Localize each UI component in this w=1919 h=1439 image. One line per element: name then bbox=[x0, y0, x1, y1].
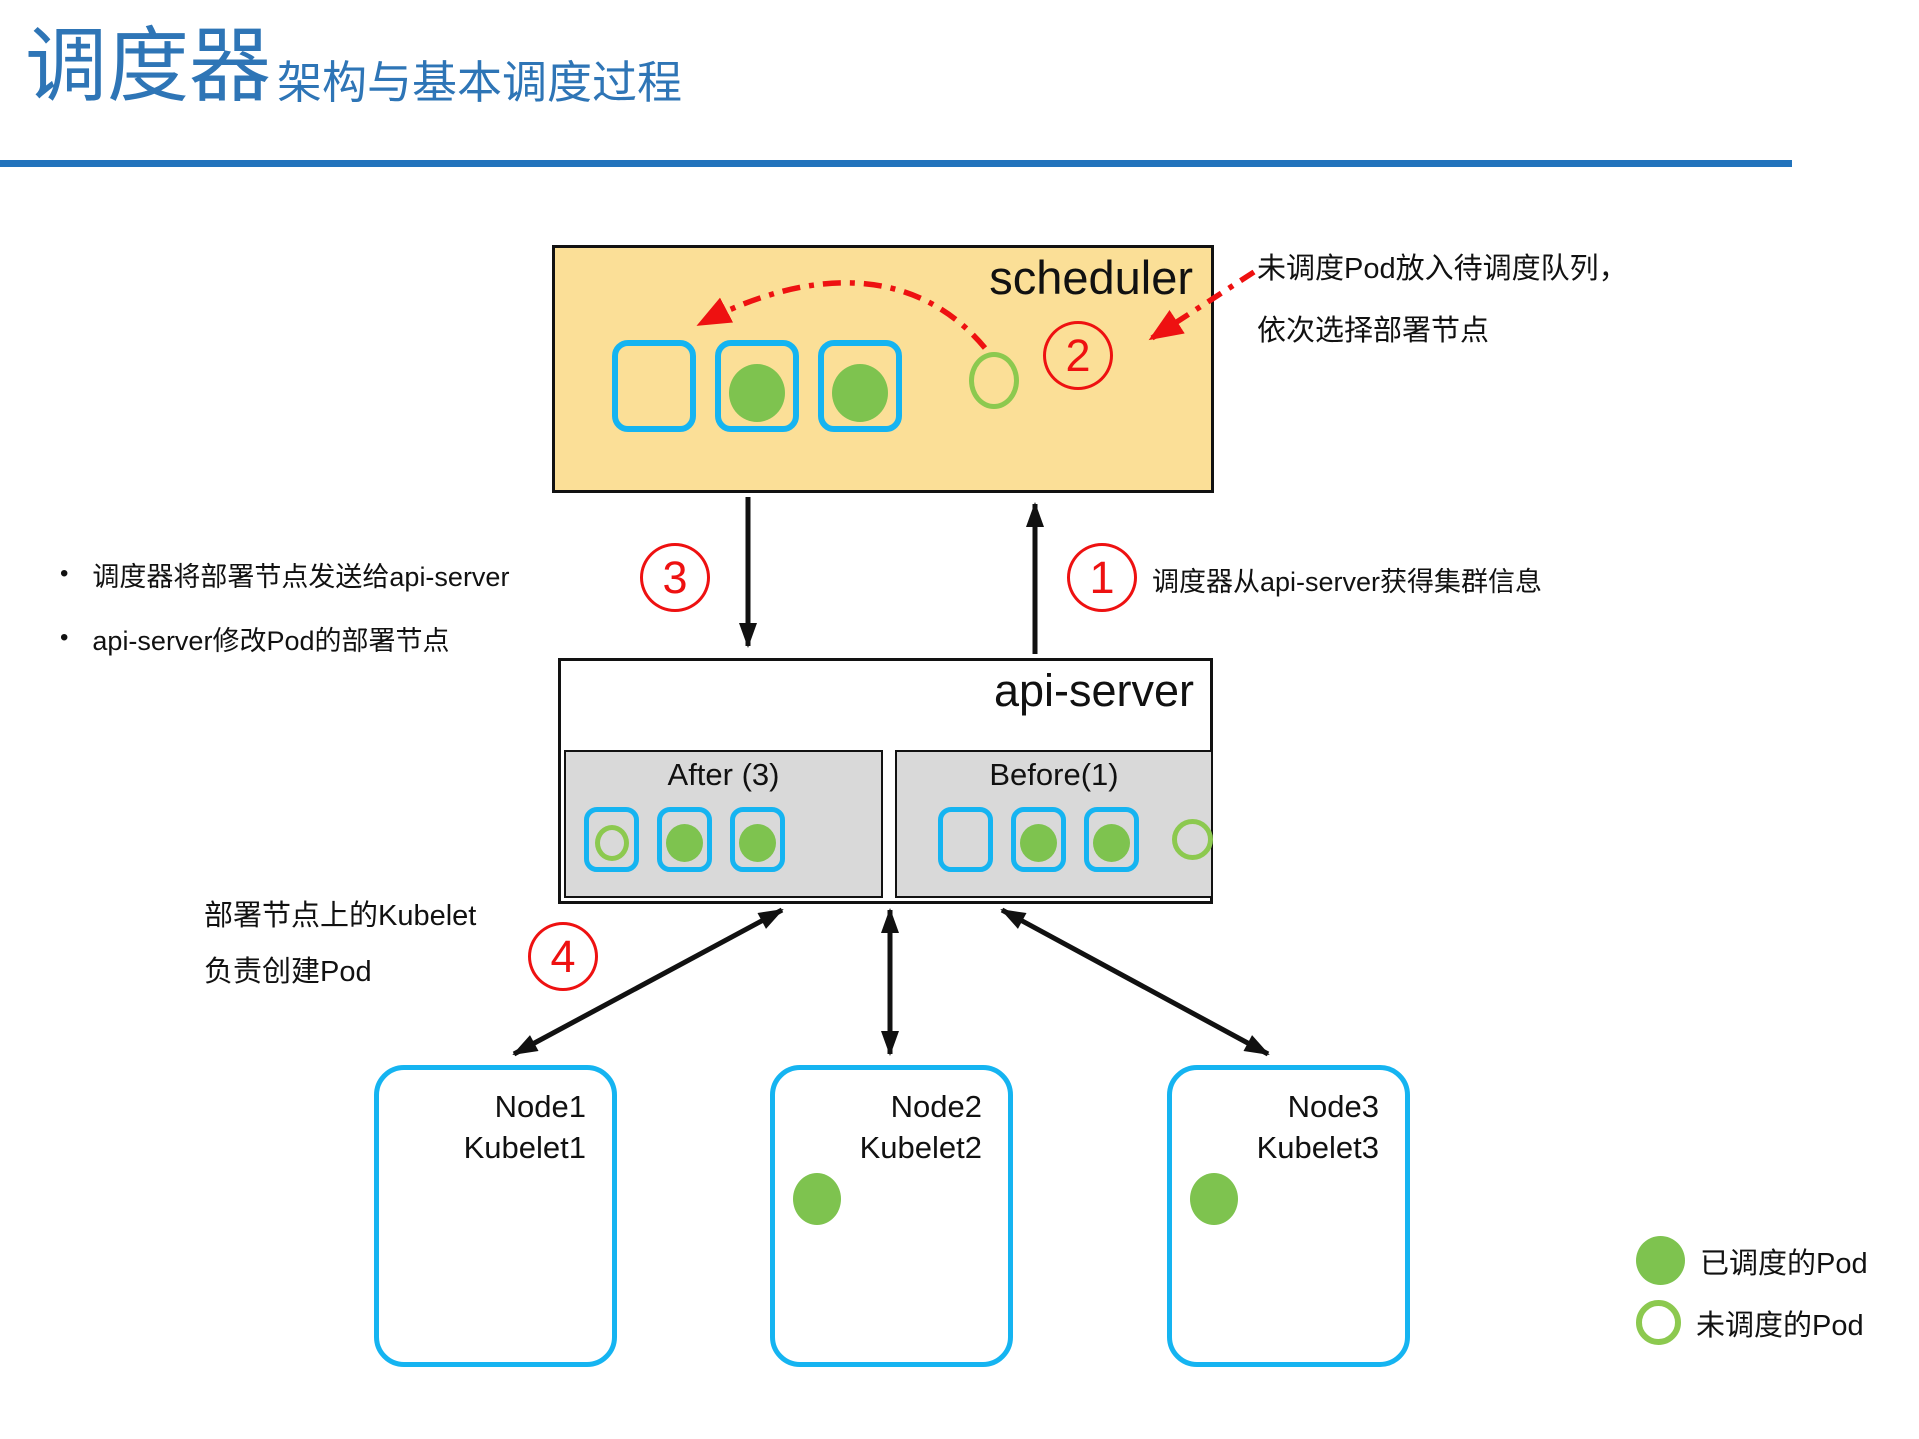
step1-note: 调度器从api-server获得集群信息 bbox=[1152, 567, 1543, 597]
node2-box: Node2 Kubelet2 bbox=[770, 1065, 1013, 1367]
step-3-number: 3 bbox=[662, 551, 688, 603]
unscheduled-pod-icon bbox=[969, 352, 1019, 409]
before-panel-title: Before(1) bbox=[989, 757, 1119, 792]
header: 调度器 架构与基本调度过程 bbox=[25, 21, 683, 112]
step-3-badge: 3 bbox=[640, 543, 710, 612]
pod-slot bbox=[584, 807, 639, 872]
legend-row-unscheduled: 未调度的Pod bbox=[1636, 1300, 1868, 1345]
scheduler-box: scheduler bbox=[552, 245, 1214, 493]
scheduled-pod-icon bbox=[1636, 1236, 1685, 1285]
bullet-list: • 调度器将部署节点发送给api-server • api-server修改Po… bbox=[60, 542, 509, 670]
bullet1-text: 调度器将部署节点发送给api-server bbox=[92, 561, 510, 592]
scheduler-pod-queue bbox=[612, 340, 902, 432]
legend-unscheduled-label: 未调度的Pod bbox=[1696, 1309, 1864, 1342]
pod-slot bbox=[657, 807, 712, 872]
scheduled-pod-icon bbox=[1093, 823, 1130, 862]
after-panel-title: After (3) bbox=[667, 757, 780, 792]
after-panel: After (3) bbox=[564, 750, 883, 898]
legend: 已调度的Pod 未调度的Pod bbox=[1636, 1236, 1868, 1360]
legend-scheduled-label: 已调度的Pod bbox=[1700, 1247, 1868, 1280]
scheduled-pod-icon bbox=[832, 364, 888, 422]
scheduled-pod-icon bbox=[739, 823, 776, 862]
node3-box: Node3 Kubelet3 bbox=[1167, 1065, 1410, 1367]
arrow-api-node3 bbox=[1000, 907, 1270, 1057]
node3-name: Node3 bbox=[1287, 1089, 1379, 1124]
node3-label: Node3 Kubelet3 bbox=[1172, 1070, 1405, 1168]
before-panel: Before(1) bbox=[895, 750, 1213, 898]
scheduler-label: scheduler bbox=[989, 251, 1193, 304]
node1-label: Node1 Kubelet1 bbox=[379, 1070, 612, 1168]
bullet2-text: api-server修改Pod的部署节点 bbox=[92, 625, 450, 656]
node2-kubelet: Kubelet2 bbox=[859, 1130, 982, 1165]
kubelet-note: 部署节点上的Kubelet 负责创建Pod bbox=[204, 888, 476, 1000]
scheduled-pod-icon bbox=[793, 1173, 841, 1225]
step-2-number: 2 bbox=[1065, 329, 1091, 381]
title-divider bbox=[0, 160, 1792, 167]
scheduled-pod-icon bbox=[1190, 1173, 1238, 1225]
node1-kubelet: Kubelet1 bbox=[463, 1130, 586, 1165]
scheduled-pod-icon bbox=[729, 364, 785, 422]
pod-slot bbox=[730, 807, 785, 872]
api-server-box: api-server After (3) Before(1) bbox=[558, 658, 1213, 904]
bullet-item: • api-server修改Pod的部署节点 bbox=[60, 606, 509, 670]
step-2-badge: 2 bbox=[1043, 321, 1113, 390]
unscheduled-pod-icon bbox=[594, 824, 629, 861]
pod-slot bbox=[938, 807, 993, 872]
step-1-badge: 1 bbox=[1067, 543, 1137, 612]
kubelet-note-line1: 部署节点上的Kubelet bbox=[204, 900, 477, 932]
scheduled-pod-icon bbox=[1020, 823, 1057, 862]
page-title: 调度器 bbox=[25, 21, 272, 112]
queue-note-line1: 未调度Pod放入待调度队列， bbox=[1257, 253, 1628, 285]
step-4-number: 4 bbox=[550, 930, 576, 982]
kubelet-note-line2: 负责创建Pod bbox=[204, 956, 372, 988]
after-pods bbox=[584, 807, 785, 872]
unscheduled-pod-icon bbox=[1172, 819, 1213, 860]
pod-slot bbox=[1084, 807, 1139, 872]
unscheduled-pod-icon bbox=[1636, 1300, 1681, 1345]
step-1-number: 1 bbox=[1089, 551, 1115, 603]
pod-slot bbox=[818, 340, 902, 432]
step-4-badge: 4 bbox=[528, 922, 598, 991]
queue-note: 未调度Pod放入待调度队列， 依次选择部署节点 bbox=[1257, 238, 1628, 362]
pod-slot bbox=[612, 340, 696, 432]
page-subtitle: 架构与基本调度过程 bbox=[277, 57, 683, 108]
node1-box: Node1 Kubelet1 bbox=[374, 1065, 617, 1367]
bullet-icon: • bbox=[60, 624, 69, 651]
node1-name: Node1 bbox=[494, 1089, 586, 1124]
node2-label: Node2 Kubelet2 bbox=[775, 1070, 1008, 1168]
api-server-label: api-server bbox=[993, 665, 1194, 716]
pod-slot bbox=[1011, 807, 1066, 872]
node3-kubelet: Kubelet3 bbox=[1256, 1130, 1379, 1165]
queue-note-line2: 依次选择部署节点 bbox=[1257, 315, 1490, 347]
pod-slot bbox=[715, 340, 799, 432]
legend-row-scheduled: 已调度的Pod bbox=[1636, 1236, 1868, 1285]
before-pods bbox=[938, 807, 1213, 872]
bullet-icon: • bbox=[60, 560, 69, 587]
node2-name: Node2 bbox=[890, 1089, 982, 1124]
bullet-item: • 调度器将部署节点发送给api-server bbox=[60, 542, 509, 606]
scheduled-pod-icon bbox=[666, 823, 703, 862]
